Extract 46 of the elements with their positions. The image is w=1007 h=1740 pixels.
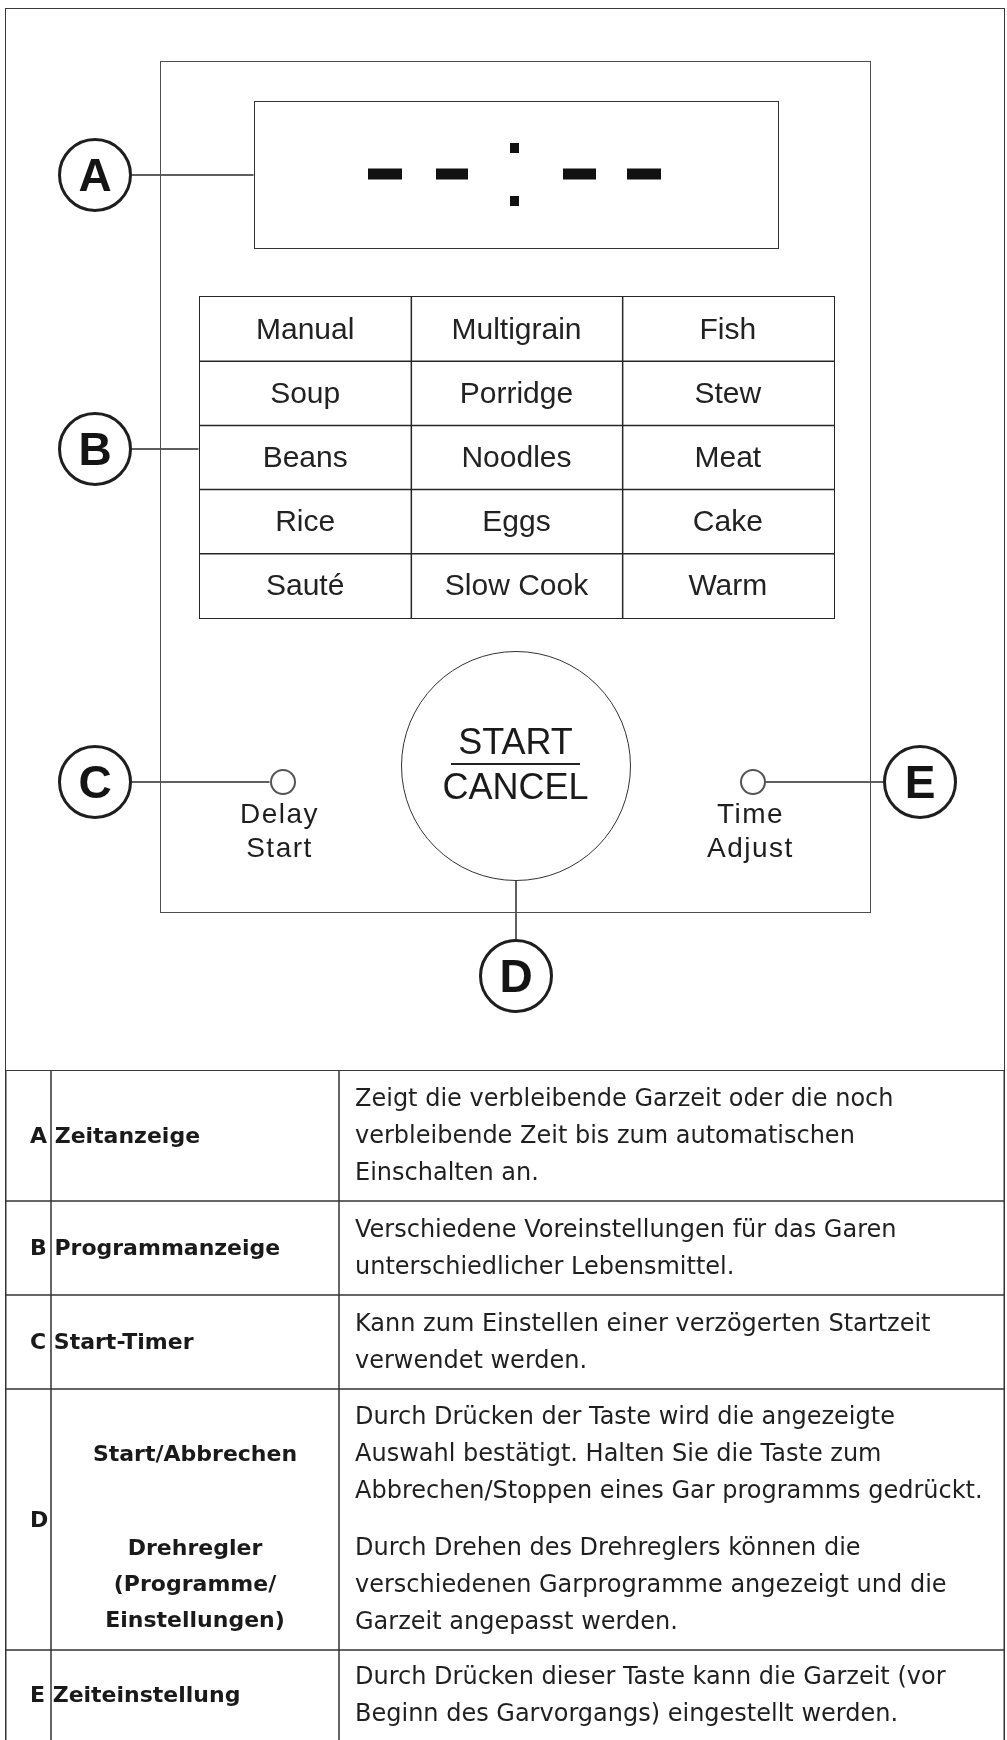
round-button	[739, 768, 766, 795]
callout-letter: C	[58, 745, 132, 819]
description-text: Kann zum Einstellen einer verzögerten Startzeit verwendet werden.	[355, 1308, 932, 1376]
program-name: Soup	[270, 375, 341, 410]
callout-letter: D	[479, 939, 553, 1013]
program-name: Cake	[692, 504, 763, 539]
description-text: Durch Drücken dieser Taste kann die Garzeit (vor Beginn des Garvorgangs) eingestellt werden.	[355, 1661, 947, 1729]
description-text: Zeigt die verbleibende Garzeit oder die noch verbleibende Zeit bis zum automatischen Einschalten an.	[355, 1083, 895, 1188]
callout-letter: E	[883, 745, 957, 819]
program-name: Multigrain	[451, 311, 582, 346]
program-name: Eggs	[482, 504, 551, 539]
part-name: A Zeitanzeige	[30, 1121, 201, 1150]
program-grid	[198, 295, 835, 619]
leader-line	[131, 174, 255, 176]
button-caption: Delay Start	[238, 796, 321, 865]
round-button	[269, 768, 296, 795]
part-name: Drehregler (Programme/ Einstellungen)	[104, 1534, 286, 1634]
program-name: Noodles	[461, 440, 572, 474]
description-text: Durch Drücken der Taste wird die angezeigte Auswahl bestätigt. Halten Sie die Taste zum Abbrechen/Stoppen eines Gar programms gedrückt.	[355, 1401, 984, 1506]
leader-line	[131, 448, 200, 450]
leader-line	[515, 879, 517, 940]
program-name: Beans	[262, 440, 348, 474]
program-name: Slow Cook	[444, 568, 589, 603]
program-name: Porridge	[459, 375, 574, 410]
leader-line	[764, 781, 884, 783]
control-panel	[160, 61, 871, 913]
part-name: Start/Abbrechen	[92, 1439, 298, 1468]
display-screen	[253, 100, 779, 249]
program-name: Stew	[694, 375, 762, 410]
part-name: B Programmanzeige	[30, 1234, 281, 1262]
start-cancel-button: START CANCEL	[400, 650, 631, 881]
program-name: Warm	[688, 568, 768, 603]
leader-line	[131, 781, 271, 783]
program-name: Rice	[275, 504, 336, 539]
description-text: Verschiedene Voreinstellungen für das Garen unterschiedlicher Lebensmittel.	[355, 1214, 898, 1282]
part-name: E Zeiteinstellung	[30, 1681, 241, 1709]
description-text: Durch Drehen des Drehreglers können die verschiedenen Garprogramme angezeigt und die Garzeit angepasst werden.	[355, 1531, 948, 1637]
button-caption: Time Adjust	[706, 796, 795, 865]
program-name: Manual	[255, 311, 355, 346]
callout-letter: A	[58, 138, 132, 212]
program-name: Sauté	[265, 568, 345, 603]
program-name: Meat	[694, 440, 762, 474]
part-name: C Start-Timer	[30, 1328, 194, 1356]
program-name: Fish	[699, 311, 757, 346]
callout-letter: B	[58, 412, 132, 486]
part-letter: D	[30, 1505, 49, 1534]
